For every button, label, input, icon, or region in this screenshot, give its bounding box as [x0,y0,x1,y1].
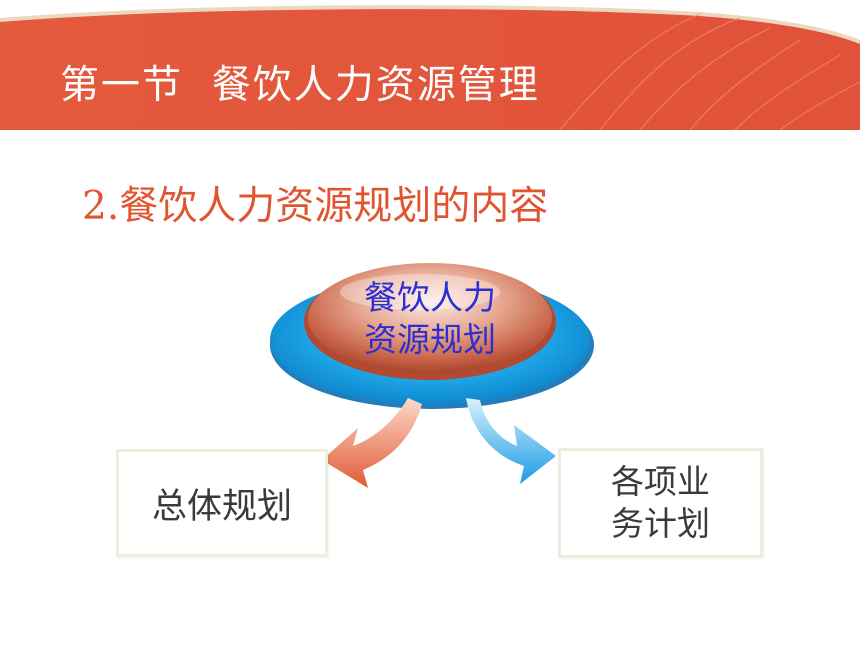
center-node-line-1: 餐饮人力 [364,278,496,317]
slide-title: 第一节 餐饮人力资源管理 [60,63,540,108]
center-node-line-2: 资源规划 [364,320,496,359]
left-curved-arrow [322,398,422,488]
section-subtitle: 2.餐饮人力资源规划的内容 [82,184,549,229]
header-band [0,5,860,130]
header-swirl-decoration [559,13,860,130]
business-plan-line-2: 务计划 [611,504,710,543]
right-curved-arrow [466,398,556,484]
business-plan-box: 各项业 务计划 [558,448,763,558]
ellipse-highlight [340,274,500,310]
overall-plan-box: 总体规划 [116,449,328,557]
business-plan-label: 各项业 务计划 [611,461,710,545]
center-node-label: 餐饮人力 资源规划 [330,277,530,361]
red-ellipse [308,263,552,373]
overall-plan-label: 总体规划 [151,486,292,527]
business-plan-line-1: 各项业 [611,462,710,501]
